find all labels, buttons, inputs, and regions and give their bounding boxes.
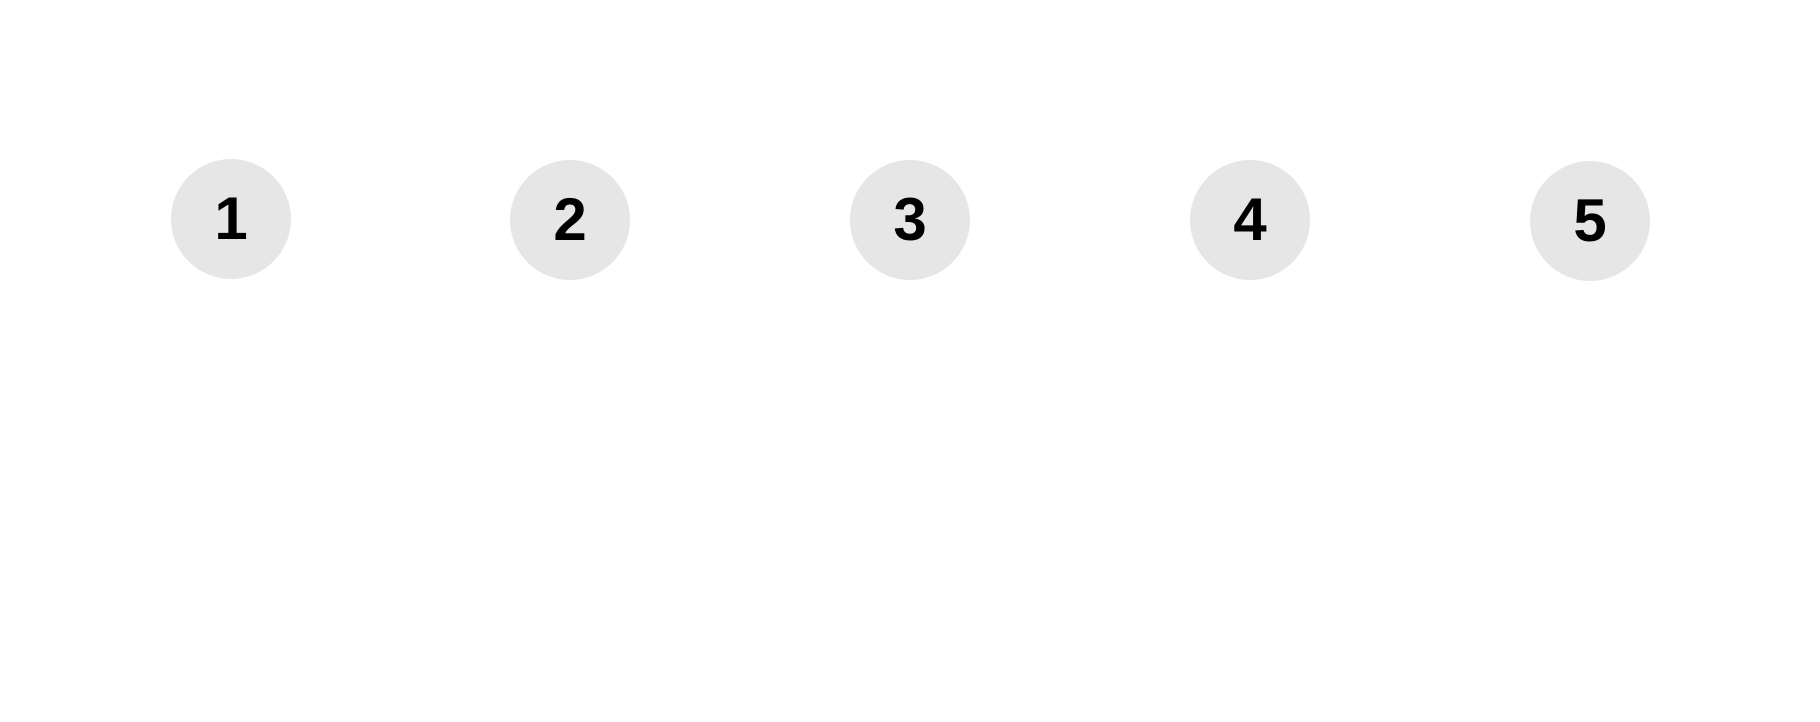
step-circle-3[interactable]: 3 (850, 160, 970, 280)
step-circle-4[interactable]: 4 (1190, 160, 1310, 280)
step-number-4: 4 (1233, 186, 1267, 253)
step-number-1: 1 (214, 185, 248, 252)
step-number-5: 5 (1573, 187, 1607, 254)
step-circle-2[interactable]: 2 (510, 160, 630, 280)
step-number-2: 2 (553, 186, 587, 253)
step-number-3: 3 (893, 186, 927, 253)
step-circle-1[interactable]: 1 (171, 159, 291, 279)
step-circle-5[interactable]: 5 (1530, 161, 1650, 281)
